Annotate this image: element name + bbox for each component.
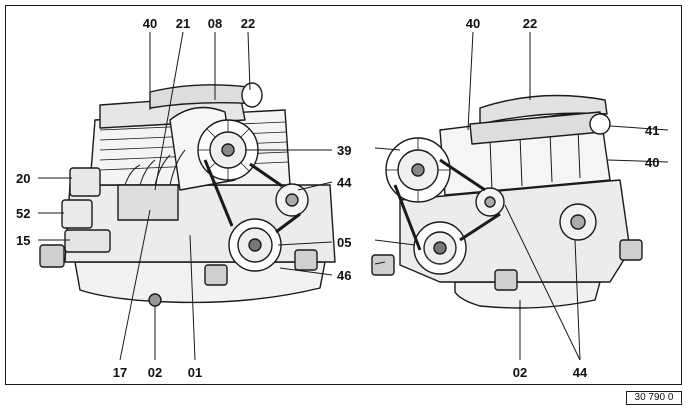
callout-44-right: 44 [573,365,588,380]
figure-code: 30 790 0 [626,391,682,405]
callout-21: 21 [176,16,190,31]
callout-40-right: 40 [466,16,480,31]
callout-22-right: 22 [523,16,537,31]
left-engine [39,82,336,307]
callout-41: 41 [645,123,659,138]
callout-05: 05 [337,235,351,250]
callout-52: 52 [16,206,30,221]
callout-22: 22 [241,16,255,31]
callout-44: 44 [337,175,352,190]
callout-46: 46 [337,268,351,283]
callout-02-right: 02 [513,365,527,380]
callout-40: 40 [143,16,157,31]
callout-17: 17 [113,365,127,380]
leader-lines [38,31,669,361]
figure-frame [5,5,682,385]
right-callouts: 40 22 41 40 02 44 [466,16,660,380]
callout-15: 15 [16,233,30,248]
right-engine [371,94,643,309]
callout-08: 08 [208,16,222,31]
callout-40-right-side: 40 [645,155,659,170]
callout-02: 02 [148,365,162,380]
callout-39: 39 [337,143,351,158]
left-callouts: 40 21 08 22 39 44 20 52 15 05 46 17 02 0… [16,16,352,380]
callout-01: 01 [188,365,202,380]
callout-20: 20 [16,171,30,186]
